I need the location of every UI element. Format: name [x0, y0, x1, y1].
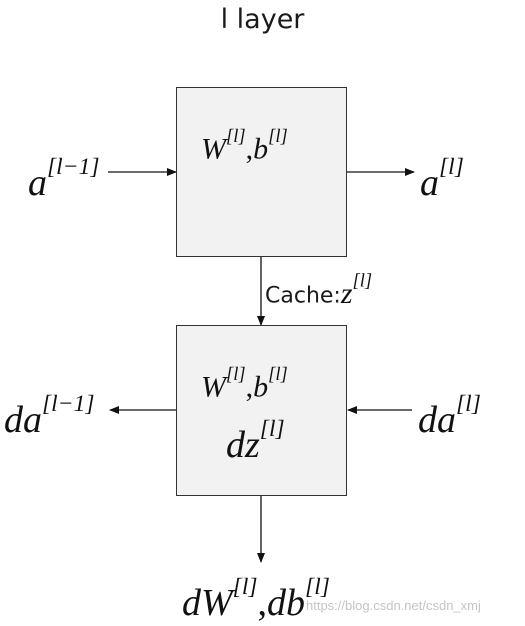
- forward-output-label: a[l]: [420, 154, 464, 205]
- cache-label: Cache:z[l]: [265, 270, 373, 310]
- forward-input-label: a[l−1]: [28, 154, 100, 205]
- backward-output-label: da[l−1]: [4, 391, 95, 442]
- watermark: https://blog.csdn.net/csdn_xmj: [306, 598, 481, 613]
- cache-var: z[l]: [340, 270, 373, 310]
- gradients-label: dW[l],db[l]: [182, 574, 330, 625]
- forward-params: W[l],b[l]: [201, 126, 288, 166]
- backward-input-label: da[l]: [418, 391, 481, 442]
- forward-box: [176, 87, 347, 257]
- backward-params: W[l],b[l]: [201, 364, 288, 404]
- backward-dz: dz[l]: [226, 416, 285, 467]
- layer-title: l layer: [220, 4, 305, 35]
- backward-box: [176, 325, 347, 496]
